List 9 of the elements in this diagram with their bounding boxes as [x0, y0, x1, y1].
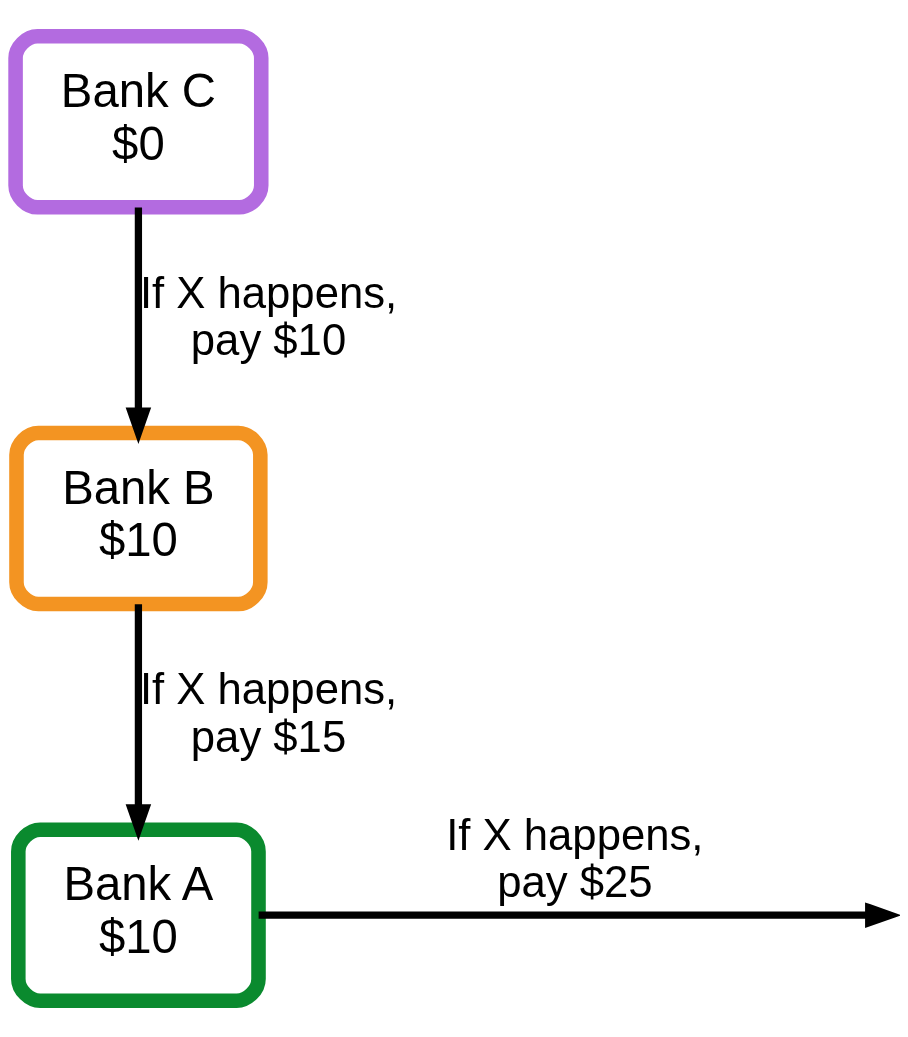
arrow	[125, 604, 152, 841]
node-box: Bank C $0	[8, 29, 269, 215]
node-box: Bank A $10	[11, 822, 266, 1008]
edge-label: If X happens, pay $10	[139, 267, 398, 365]
arrow	[125, 207, 152, 444]
edge-label: If X happens, pay $25	[446, 810, 704, 907]
arrow	[258, 902, 900, 928]
node-box: Bank B $10	[9, 425, 268, 612]
edge-label: If X happens, pay $15	[139, 664, 398, 761]
